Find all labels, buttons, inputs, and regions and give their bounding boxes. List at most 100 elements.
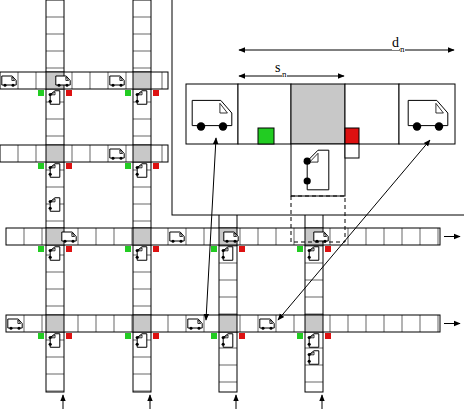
red-light (66, 90, 72, 96)
car-body (50, 164, 60, 178)
road-cell (219, 314, 237, 315)
road-cell (126, 72, 127, 89)
intersection-cell (305, 315, 323, 332)
car-body (56, 76, 70, 85)
road-cell (133, 306, 151, 307)
car-wheel (136, 93, 139, 96)
car-window (180, 233, 183, 236)
road-cell (46, 357, 64, 358)
car-wheel (49, 166, 52, 169)
red-light (66, 163, 72, 169)
car-wheel (270, 327, 273, 330)
car-wheel (18, 327, 21, 330)
inset-intersection (291, 84, 345, 144)
road-cell (384, 228, 385, 245)
road-cell (276, 228, 277, 245)
car-body (408, 100, 448, 125)
inset-cell (345, 84, 399, 144)
car-body (309, 247, 319, 261)
car-window (51, 92, 55, 95)
car-window (12, 77, 15, 80)
inset-cell (238, 84, 291, 144)
car-window (120, 150, 123, 153)
road-cell (294, 315, 295, 332)
green-light (38, 246, 44, 252)
road-cell (78, 228, 79, 245)
road-cell (18, 145, 19, 162)
road-cell (78, 315, 79, 332)
car-wheel (198, 327, 201, 330)
car-wheel (136, 173, 139, 176)
car-wheel (308, 249, 311, 252)
car-wheel (308, 353, 311, 356)
road-cell (133, 34, 151, 35)
road-cell (114, 315, 115, 332)
car-wheel (197, 122, 205, 130)
red-light (66, 246, 72, 252)
car-wheel (136, 336, 139, 339)
car-icon (62, 232, 76, 243)
car-wheel (262, 327, 265, 330)
car-wheel (413, 122, 421, 130)
dimension-label: s (275, 61, 280, 75)
car-wheel (222, 343, 225, 346)
road-cell (46, 119, 64, 120)
car-wheel (435, 122, 443, 130)
car-window (436, 103, 443, 113)
car-icon (110, 76, 124, 87)
car-wheel (136, 256, 139, 259)
road-cell (366, 228, 367, 245)
car-wheel (308, 256, 311, 259)
road-cell (133, 272, 151, 273)
road-cell (186, 315, 187, 332)
car-body (50, 198, 60, 212)
road-cell (219, 263, 237, 264)
flow-arrow (444, 323, 460, 324)
car-window (138, 165, 142, 168)
road-cell (305, 280, 323, 281)
car-wheel (136, 100, 139, 103)
road-cell (46, 68, 64, 69)
car-body (110, 76, 124, 85)
horizontal-road (6, 228, 440, 245)
intersection-cell (46, 145, 64, 162)
car-icon (49, 164, 60, 178)
car-window (324, 233, 327, 236)
road-cell (420, 228, 421, 245)
road-cell (240, 228, 241, 245)
car-icon (308, 351, 319, 365)
road-cell (42, 228, 43, 245)
car-window (18, 320, 21, 323)
red-light (153, 163, 159, 169)
road-cell (438, 228, 439, 245)
red-light (239, 246, 245, 252)
car-body (137, 91, 147, 105)
green-light (125, 90, 131, 96)
road-cell (132, 315, 133, 332)
car-icon (8, 319, 22, 330)
car-window (138, 248, 142, 251)
road-cell (348, 315, 349, 332)
road-cell (108, 145, 109, 162)
horizontal-road (0, 145, 168, 162)
road-cell (96, 228, 97, 245)
car-wheel (112, 157, 115, 160)
road-cell (46, 374, 64, 375)
car-body (170, 232, 184, 241)
road-cell (330, 315, 331, 332)
car-wheel (4, 84, 7, 87)
red-light (325, 333, 331, 339)
green-light (38, 90, 44, 96)
car-body (62, 232, 76, 241)
road-cell (46, 51, 64, 52)
car-icon (2, 76, 16, 87)
car-wheel (308, 360, 311, 363)
car-wheel (219, 122, 227, 130)
car-icon (222, 247, 233, 261)
inset-cell-dashed (291, 196, 345, 242)
car-window (51, 165, 55, 168)
car-body (307, 150, 329, 190)
car-wheel (180, 240, 183, 243)
